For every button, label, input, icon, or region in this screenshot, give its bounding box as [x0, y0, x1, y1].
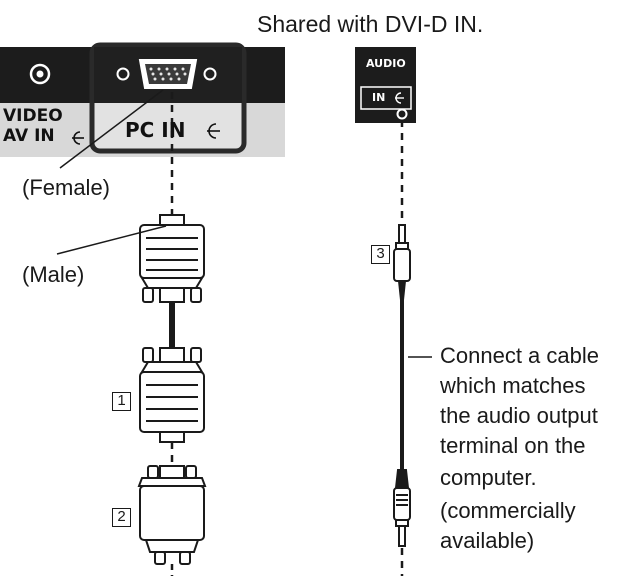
vga-male-connector — [139, 214, 205, 303]
note-line: the audio output — [440, 403, 598, 428]
pc-in-label: PC IN — [125, 118, 186, 142]
av-in-label: AV IN — [3, 126, 55, 146]
input-arrow-icon — [72, 123, 220, 145]
audio-terminal — [355, 47, 416, 123]
item-1-badge: 1 — [112, 392, 131, 411]
audio-jack-icon — [396, 108, 408, 120]
note-line: which matches — [440, 373, 586, 398]
note-line: available) — [440, 528, 535, 553]
audio-in-label: IN — [372, 91, 386, 104]
female-leader-line — [59, 89, 164, 169]
audio-cable — [393, 120, 411, 576]
screw-hole-icon — [116, 67, 130, 81]
rear-panel — [0, 42, 285, 157]
item-2-badge: 2 — [112, 508, 131, 527]
note-line: (commercially — [440, 498, 576, 523]
vga-cable — [137, 92, 207, 576]
audio-input-arrow-icon — [395, 92, 404, 104]
vga-female-port-icon — [138, 59, 198, 89]
male-leader-line — [56, 225, 167, 255]
video-label: VIDEO — [3, 106, 63, 126]
female-label: (Female) — [22, 175, 111, 200]
item-3-badge: 3 — [371, 245, 390, 264]
note-line: computer. — [440, 465, 537, 490]
conversion-adapter — [137, 465, 207, 565]
screw-hole-icon — [203, 67, 217, 81]
note-line: Connect a cable — [440, 343, 599, 368]
audio-label: AUDIO — [366, 57, 406, 70]
video-jack-icon — [29, 63, 51, 85]
note-line: terminal on the — [440, 433, 586, 458]
header-note: Shared with DVI-D IN. — [257, 11, 484, 37]
vga-male-connector-lower — [139, 347, 205, 443]
male-label: (Male) — [22, 262, 85, 287]
